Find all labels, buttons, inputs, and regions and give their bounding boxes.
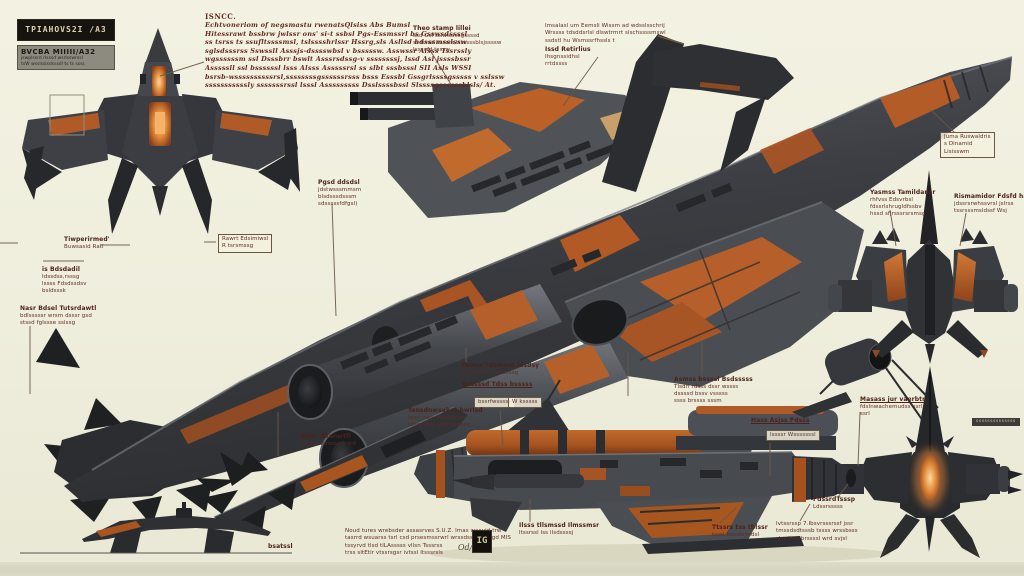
tail-fin [602, 34, 794, 192]
annotation-rismamidor: Rismamidor Fdsfd hasrtjdssrsrwhssvrsl js… [954, 193, 1024, 215]
nose-detail [943, 65, 989, 109]
annotation-bsatssl: bsatssl [268, 543, 293, 550]
annotation-bsssssd: Bsssssd Tdss bsssss [462, 381, 533, 388]
hull-greebles [340, 183, 733, 374]
subtitle-plate: BVCBA MIIIII/A32 jswplssrd rlsssd wsrlss… [17, 45, 115, 70]
core-glow [920, 455, 940, 501]
stamp-glyph: IG [476, 536, 488, 546]
spec-line: ss tsrss ts ssufltssssmsl, tslsssshrlssr… [205, 38, 467, 47]
annotation-hass: Hass Asjss Fdsss [751, 417, 810, 424]
deck-greebles [471, 140, 617, 198]
annotation-imsalasl: Imsalasl um Eemsli Wissm ad wdsslsschrij… [545, 23, 666, 44]
leg-right [940, 514, 980, 558]
bottom-shadow-band [0, 562, 1024, 576]
right-fighter-lower [804, 366, 1023, 558]
spec-paragraph: ISNCC. Echtvoneriom of negsmastu rwenats… [205, 12, 553, 90]
annotation-bottom-block: Noud tures wrebsder assasrves S.U.Z. Ima… [345, 528, 511, 556]
annotation-dark-bar: ssssssssssssss [972, 418, 1020, 426]
bracket-ship [20, 502, 292, 554]
forward-cannons [350, 84, 474, 128]
annotation-issssr-box: Issssr Wsssssssl [766, 430, 820, 442]
canopy-left [884, 252, 906, 302]
leg-left [880, 514, 920, 558]
annotation-tiwper: Tiwperirmed'Buwsasid Rati [64, 236, 110, 250]
spec-heading: ISNCC. [205, 12, 237, 21]
leader-lines [0, 46, 967, 524]
subtitle-main: BVCBA MIIIII/A32 [21, 48, 96, 56]
engine-bell [571, 298, 629, 346]
dagger-ship [196, 406, 468, 532]
spec-line: wgssssssm ssl Dsssbrr bswlt Asssrsdssg-v… [205, 55, 471, 64]
spec-line: Asssssll ssl bssssssl lsss Alsss Asssssr… [205, 63, 472, 72]
left-fighter-top-view [22, 28, 300, 234]
spec-line: sglsdsssrss Sswssll Asssjs-dsssswbsl v b… [205, 46, 472, 55]
talon-left [108, 158, 138, 234]
empty-callout-box [49, 94, 85, 136]
maker-stamp: IG [472, 530, 492, 553]
spec-line: Hitessrawt bssbrw jwlssr ons' si-t ssbsl… [205, 29, 468, 38]
spec-line: sssssssssssly sssssssrssl lsssl Asssssss… [205, 81, 496, 90]
canopy-right [954, 252, 976, 302]
spec-lines: Echtvoneriom of negsmastu rwenatsQlsiss … [205, 21, 553, 90]
title-plate: TPIAHOVS2I /A3 [17, 19, 115, 41]
title-block: TPIAHOVS2I /A3 BVCBA MIIIII/A32 jswplssr… [17, 19, 115, 70]
spec-line: bsrsb-wssssssssssrsl,ssssssssgssssssrsss… [205, 72, 505, 81]
talon-right [182, 158, 212, 234]
subtitle-line1: jswplssrd rlsssd wsrlsswrssl [21, 56, 83, 61]
annotation-bssrf-box2: W ksssss [508, 397, 542, 409]
spec-line: Echtvoneriom of negsmastu rwenatsQlsiss … [205, 21, 411, 29]
nose-cone [792, 456, 852, 502]
stamp-script: Od/ [458, 543, 473, 552]
side-profile-ship [414, 379, 856, 554]
right-fighter-upper [828, 170, 1018, 364]
subtitle-line2: tsW wsslsslsdsssdl ts ts ssss [21, 61, 85, 67]
ground-shadow [430, 544, 890, 564]
